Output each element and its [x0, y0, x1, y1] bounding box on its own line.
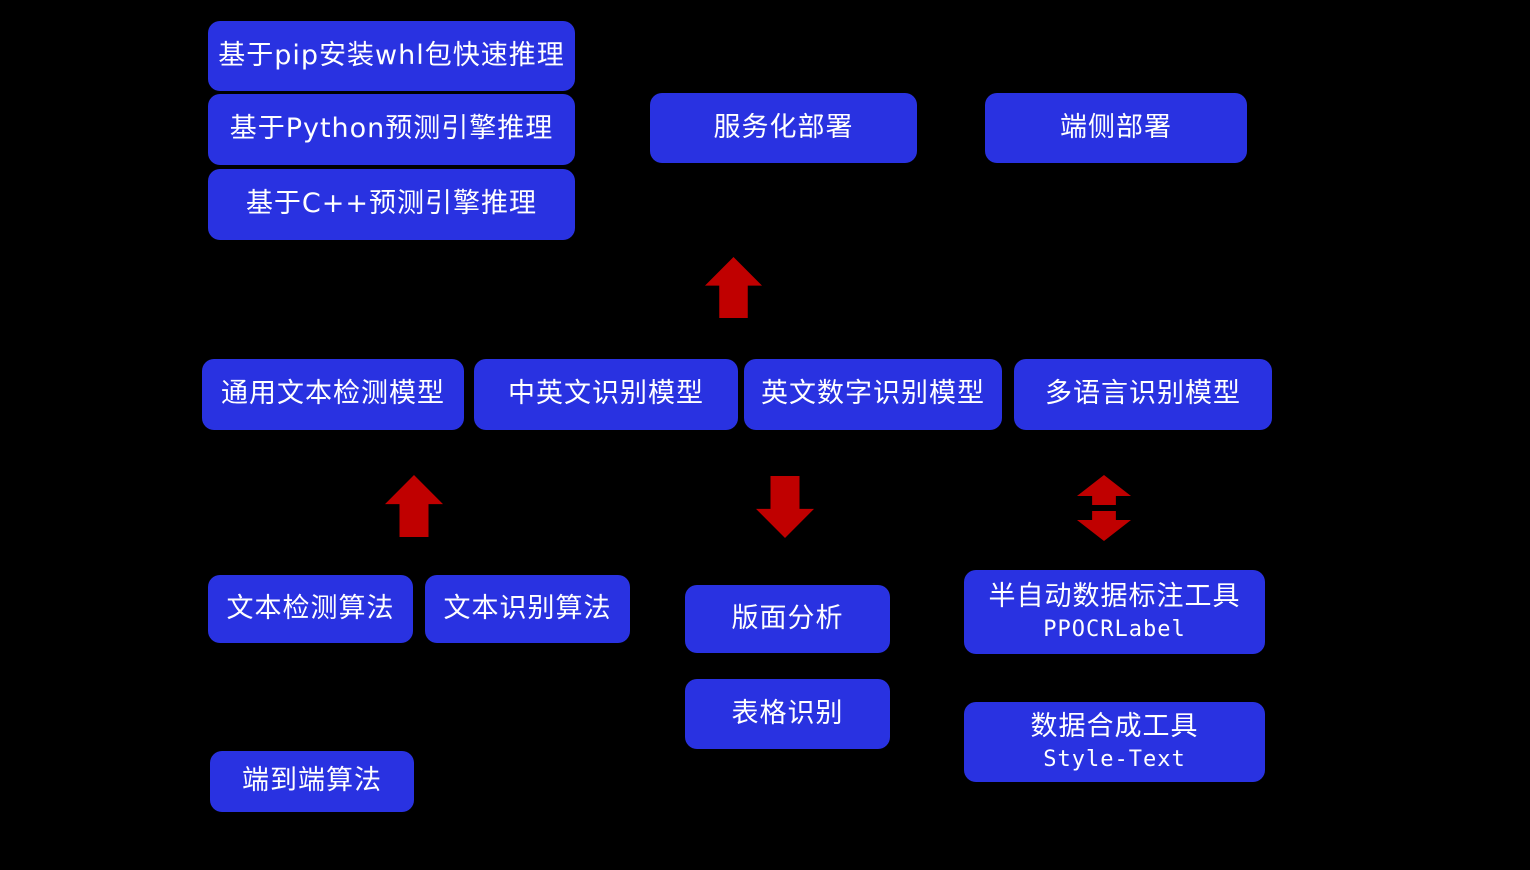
arrow-down-half	[1077, 511, 1131, 541]
arrow-up-icon	[705, 257, 762, 318]
node-multilingual-recognition-model: 多语言识别模型	[1014, 359, 1272, 430]
node-data-synthesis-tool: 数据合成工具 Style-Text	[964, 702, 1265, 782]
node-serving-deployment: 服务化部署	[650, 93, 917, 163]
node-semi-auto-labeling-tool: 半自动数据标注工具 PPOCRLabel	[964, 570, 1265, 654]
node-title: 半自动数据标注工具	[988, 581, 1241, 613]
node-cpp-engine-inference: 基于C++预测引擎推理	[208, 169, 575, 240]
node-text-detection-algorithm: 文本检测算法	[208, 575, 413, 643]
node-table-recognition: 表格识别	[685, 679, 890, 749]
node-end-to-end-algorithm: 端到端算法	[210, 751, 414, 812]
node-text-recognition-algorithm: 文本识别算法	[425, 575, 630, 643]
arrow-up-half	[1077, 475, 1131, 505]
arrow-up-down-icon	[1077, 475, 1131, 541]
node-edge-deployment: 端侧部署	[985, 93, 1247, 163]
node-zh-en-recognition-model: 中英文识别模型	[474, 359, 738, 430]
node-python-engine-inference: 基于Python预测引擎推理	[208, 94, 575, 165]
node-pip-whl-inference: 基于pip安装whl包快速推理	[208, 21, 575, 91]
arrow-up-icon	[385, 475, 443, 537]
node-subtitle: PPOCRLabel	[1043, 616, 1186, 642]
node-subtitle: Style-Text	[1043, 746, 1186, 772]
node-en-number-recognition-model: 英文数字识别模型	[744, 359, 1002, 430]
node-layout-analysis: 版面分析	[685, 585, 890, 653]
node-title: 数据合成工具	[1030, 711, 1199, 743]
node-general-text-detection-model: 通用文本检测模型	[202, 359, 464, 430]
arrow-down-icon	[756, 476, 814, 538]
